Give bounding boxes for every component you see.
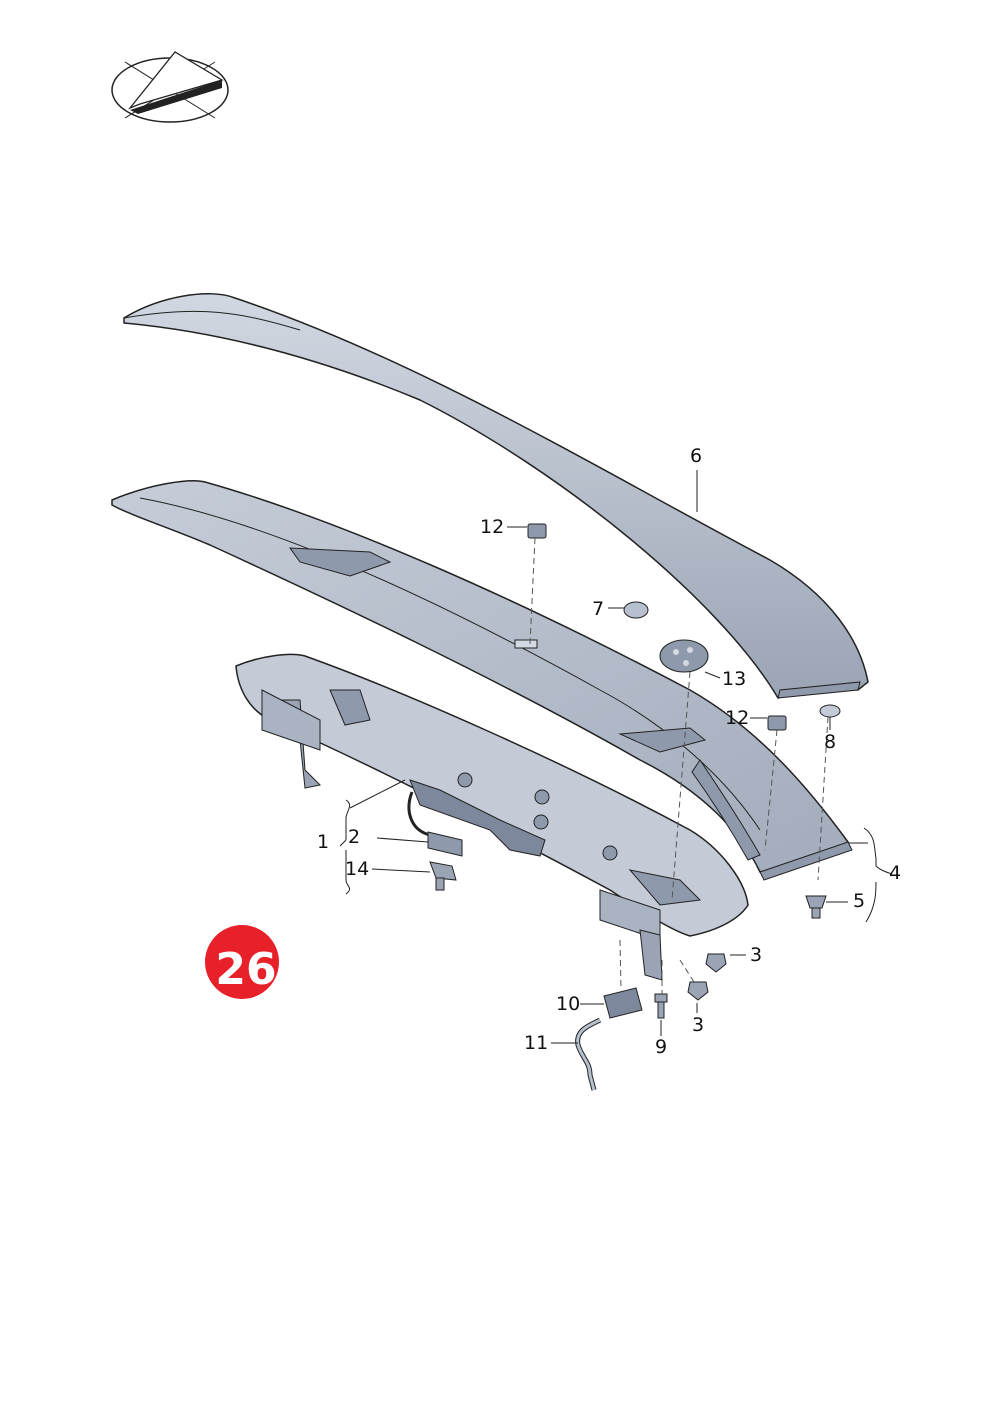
callout-7: 7 xyxy=(592,598,605,620)
callout-11: 11 xyxy=(524,1032,549,1054)
callout-3-upper: 3 xyxy=(750,944,763,966)
callout-12-lower: 12 xyxy=(725,707,750,729)
part-7-grommet xyxy=(623,601,649,619)
part-14-clip xyxy=(429,861,457,891)
part-3-nut xyxy=(687,953,727,1001)
orientation-compass-icon xyxy=(111,51,229,123)
part-11-wiring-harness xyxy=(575,1017,602,1091)
spoiler-carrier-part xyxy=(111,480,853,881)
spoiler-shell-part xyxy=(123,293,869,699)
callout-2: 2 xyxy=(348,826,361,848)
callout-3-lower: 3 xyxy=(692,1014,705,1036)
page-number-badge: 26 xyxy=(205,925,279,999)
part-2-connector xyxy=(427,831,463,857)
callout-8: 8 xyxy=(824,731,837,753)
callout-14: 14 xyxy=(345,858,370,880)
callout-13: 13 xyxy=(722,668,747,690)
mounting-bracket-part xyxy=(235,653,749,981)
dashed-alignment-lines xyxy=(529,537,829,994)
callout-6: 6 xyxy=(690,445,703,467)
page-number: 26 xyxy=(215,944,277,995)
callout-5: 5 xyxy=(853,890,866,912)
callout-4: 4 xyxy=(889,862,902,884)
part-13-seal xyxy=(659,639,709,673)
callout-1: 1 xyxy=(317,831,330,853)
callout-10: 10 xyxy=(556,993,581,1015)
part-5-clip xyxy=(805,895,827,919)
part-8-cap xyxy=(819,704,841,718)
part-12-rubber-buffer xyxy=(527,523,787,731)
part-9-bolt xyxy=(654,993,668,1019)
leader-lines xyxy=(339,470,893,1044)
callout-9: 9 xyxy=(655,1036,668,1058)
callout-12-upper: 12 xyxy=(480,516,505,538)
part-10-connector-housing xyxy=(603,987,643,1019)
